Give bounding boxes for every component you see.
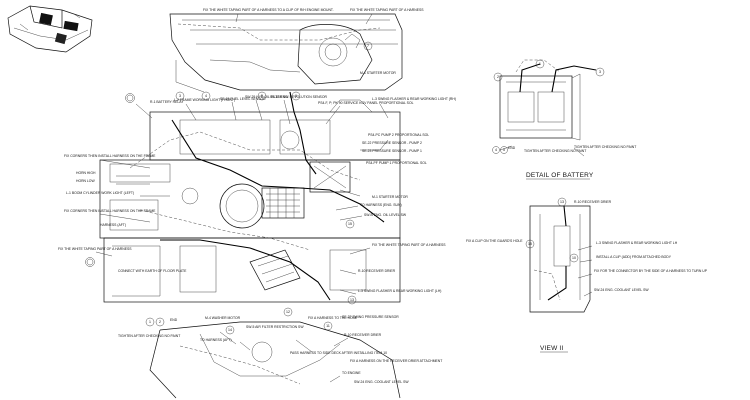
svg-text:14: 14 bbox=[228, 328, 232, 332]
air-filter-label: SW-5 AIR FILTER RESTRICTION SW bbox=[246, 325, 304, 329]
pass-harness-label: PASS HARNESS TO SIDE DECK AFTER INSTALLI… bbox=[290, 351, 387, 355]
to-harness-eng-label: TO HARNESS (ENG. SUN) bbox=[360, 203, 402, 207]
battery-tighten-left-label: TIGHTEN AFTER CHECKING NO PAINT bbox=[524, 149, 586, 153]
left-annotations: R-1 BATTERY RELAY FIX CORNERS THEN INSTA… bbox=[58, 100, 187, 338]
eng-revolution-label: SE-13 ENG. REVOLUTION SENSOR bbox=[270, 95, 327, 99]
svg-text:5: 5 bbox=[261, 94, 263, 98]
view-clip-label: FIX A CLIP ON THE GUARD'S HOLE bbox=[466, 239, 523, 243]
right-annotations: M-1 STARTER MOTOR TO HARNESS (ENG. SUN) … bbox=[205, 189, 446, 320]
fix-harness-hose-label: FIX A HARNESS TO THE HOSE bbox=[308, 316, 358, 320]
starter-motor-mid-label: M-1 STARTER MOTOR bbox=[372, 195, 408, 199]
svg-text:12: 12 bbox=[286, 310, 290, 314]
view-coolant-label: SW-24 ENG. COOLANT LEVEL SW bbox=[594, 288, 649, 292]
boom-light-label: L-1 BOOM CYLINDER WORK LIGHT (LEFT) bbox=[66, 191, 134, 195]
starter-motor-top-label: M-1 STARTER MOTOR bbox=[360, 71, 396, 75]
horn-low-label: HORN LOW bbox=[76, 179, 95, 183]
main-callouts: 1 2 3 4 5 6 7 11 12 13 14 15 bbox=[85, 41, 373, 335]
view-swing-label: L-3 SWING FLASHER & REAR WORKING LIGHT L… bbox=[596, 241, 678, 245]
view-fix-connector-label: FIX FOR THE CONNECTOR BY THE SIDE OF A H… bbox=[594, 269, 708, 273]
svg-text:1: 1 bbox=[539, 62, 541, 66]
svg-text:11: 11 bbox=[326, 324, 330, 328]
bottom-annotations: SW-5 AIR FILTER RESTRICTION SW TO HARNES… bbox=[200, 325, 442, 384]
top-fix-label-2: FIX THE WHITE TAPING PART OF A HARNESS bbox=[350, 8, 424, 12]
svg-text:6: 6 bbox=[295, 94, 297, 98]
chassis-plan-view bbox=[99, 91, 401, 303]
view-ii-title: VIEW II bbox=[540, 345, 563, 352]
fix-white-left-label: FIX THE WHITE TAPING PART OF A HARNESS bbox=[58, 247, 132, 251]
view-ii-detail: 13 15 10 R-10 RECEIVER DRIER FIX A CLIP … bbox=[466, 197, 708, 353]
hyd-oil-label: SW-29 HYD OIL FILTER SW bbox=[245, 95, 289, 99]
tighten-left-label: TIGHTEN AFTER CHECKING NO PAINT bbox=[118, 334, 180, 338]
pressure-sensor-2-label: SE-22 PRESSURE SENSOR - PUMP 2 bbox=[362, 141, 422, 145]
svg-text:4: 4 bbox=[205, 94, 207, 98]
eng-oil-level-label: SW-B ENG. OIL LEVEL SW bbox=[364, 213, 407, 217]
to-harness-aft-label: TO HARNESS (AFT) bbox=[200, 338, 232, 342]
washer-motor-label: M-4 WASHER MOTOR bbox=[205, 316, 241, 320]
end-label: END bbox=[170, 318, 178, 322]
svg-text:13: 13 bbox=[560, 200, 564, 204]
battery-detail: 1 2 3 4 5 END TIGHTEN AFTER CHECKING NO … bbox=[492, 59, 636, 180]
horn-high-label: HORN HIGH bbox=[76, 171, 96, 175]
top-fix-label-1: FIX THE WHITE TAPING PART OF A HARNESS T… bbox=[203, 8, 334, 12]
machine-locator-thumbnail bbox=[7, 5, 93, 53]
prop-sol-3-label: PS4-PF PUMP 1 PROPORTIONAL SOL bbox=[366, 161, 427, 165]
svg-text:13: 13 bbox=[350, 298, 354, 302]
to-engine-label: TO ENGINE bbox=[342, 371, 361, 375]
svg-text:3: 3 bbox=[599, 70, 601, 74]
svg-text:7: 7 bbox=[367, 44, 369, 48]
pressure-sensor-1-label: SE-23 PRESSURE SENSOR - PUMP 1 bbox=[362, 149, 422, 153]
fix-corners-label-1: FIX CORNERS THEN INSTALL HARNESS ON THE … bbox=[64, 154, 156, 158]
svg-text:10: 10 bbox=[572, 256, 576, 260]
fix-corners-label-2: FIX CORNERS THEN INSTALL HARNESS ON THE … bbox=[64, 209, 156, 213]
prop-sol-1-label: PS4-F, P; PK 90 SERVICE KGV PANEL PROPOR… bbox=[318, 101, 414, 105]
prop-sol-2-label: PS4-PC PUMP 2 PROPORTIONAL SOL bbox=[368, 133, 429, 137]
swing-pressure-label: SE-27 SWING PRESSURE SENSOR bbox=[342, 315, 399, 319]
harness-aft-label: HARNESS (AFT) bbox=[100, 223, 126, 227]
svg-text:2: 2 bbox=[497, 75, 499, 79]
frame-light-label: L-2 FRAME WORKING LIGHT (FRONT) bbox=[174, 98, 235, 102]
svg-text:4: 4 bbox=[495, 148, 497, 152]
view-receiver-label: R-10 RECEIVER DRIER bbox=[574, 200, 612, 204]
svg-text:3: 3 bbox=[179, 94, 181, 98]
connect-earth-label: CONNECT WITH EARTH OF FLOOR PLATE bbox=[118, 269, 187, 273]
top-annotations: FIX THE WHITE TAPING PART OF A HARNESS T… bbox=[174, 8, 456, 165]
svg-text:15: 15 bbox=[528, 242, 532, 246]
svg-text:1: 1 bbox=[149, 320, 151, 324]
swing-flasher-label: L-3 SWING FLASHER & REAR WORKING LIGHT (… bbox=[372, 97, 456, 101]
upper-frame-drawing bbox=[169, 13, 403, 93]
fix-receiver-label: FIX A HARNESS ON THE RECEIVER DRIER ATTA… bbox=[350, 359, 442, 363]
fuel-level-label: SE-15 FUEL LEVEL SENSOR bbox=[220, 97, 266, 101]
svg-text:5: 5 bbox=[503, 148, 505, 152]
detail-battery-title: DETAIL OF BATTERY bbox=[526, 172, 594, 179]
battery-end-label: END bbox=[508, 146, 516, 150]
fix-white-right-label: FIX THE WHITE TAPING PART OF A HARNESS bbox=[372, 243, 446, 247]
svg-text:15: 15 bbox=[348, 222, 352, 226]
view-install-clip-label: INSTALL A CLIP (ADD) FROM ATTACHED BODY bbox=[596, 255, 672, 259]
battery-relay-label: R-1 BATTERY RELAY bbox=[150, 100, 184, 104]
battery-tighten-right-label: TIGHTEN AFTER CHECKING NO PAINT bbox=[574, 145, 636, 149]
swing-flasher-lh-label: L-3 SWING FLASHER & REAR WORKING LIGHT (… bbox=[358, 289, 441, 293]
coolant-bottom-label: SW-24 ENG. COOLANT LEVEL SW bbox=[354, 380, 409, 384]
receiver-drier-bottom-label: R-10 RECEIVER DRIER bbox=[344, 333, 382, 337]
lower-frame-drawing bbox=[149, 321, 401, 399]
receiver-drier-mid-label: R-10 RECEIVER DRIER bbox=[358, 269, 396, 273]
svg-text:2: 2 bbox=[159, 320, 161, 324]
